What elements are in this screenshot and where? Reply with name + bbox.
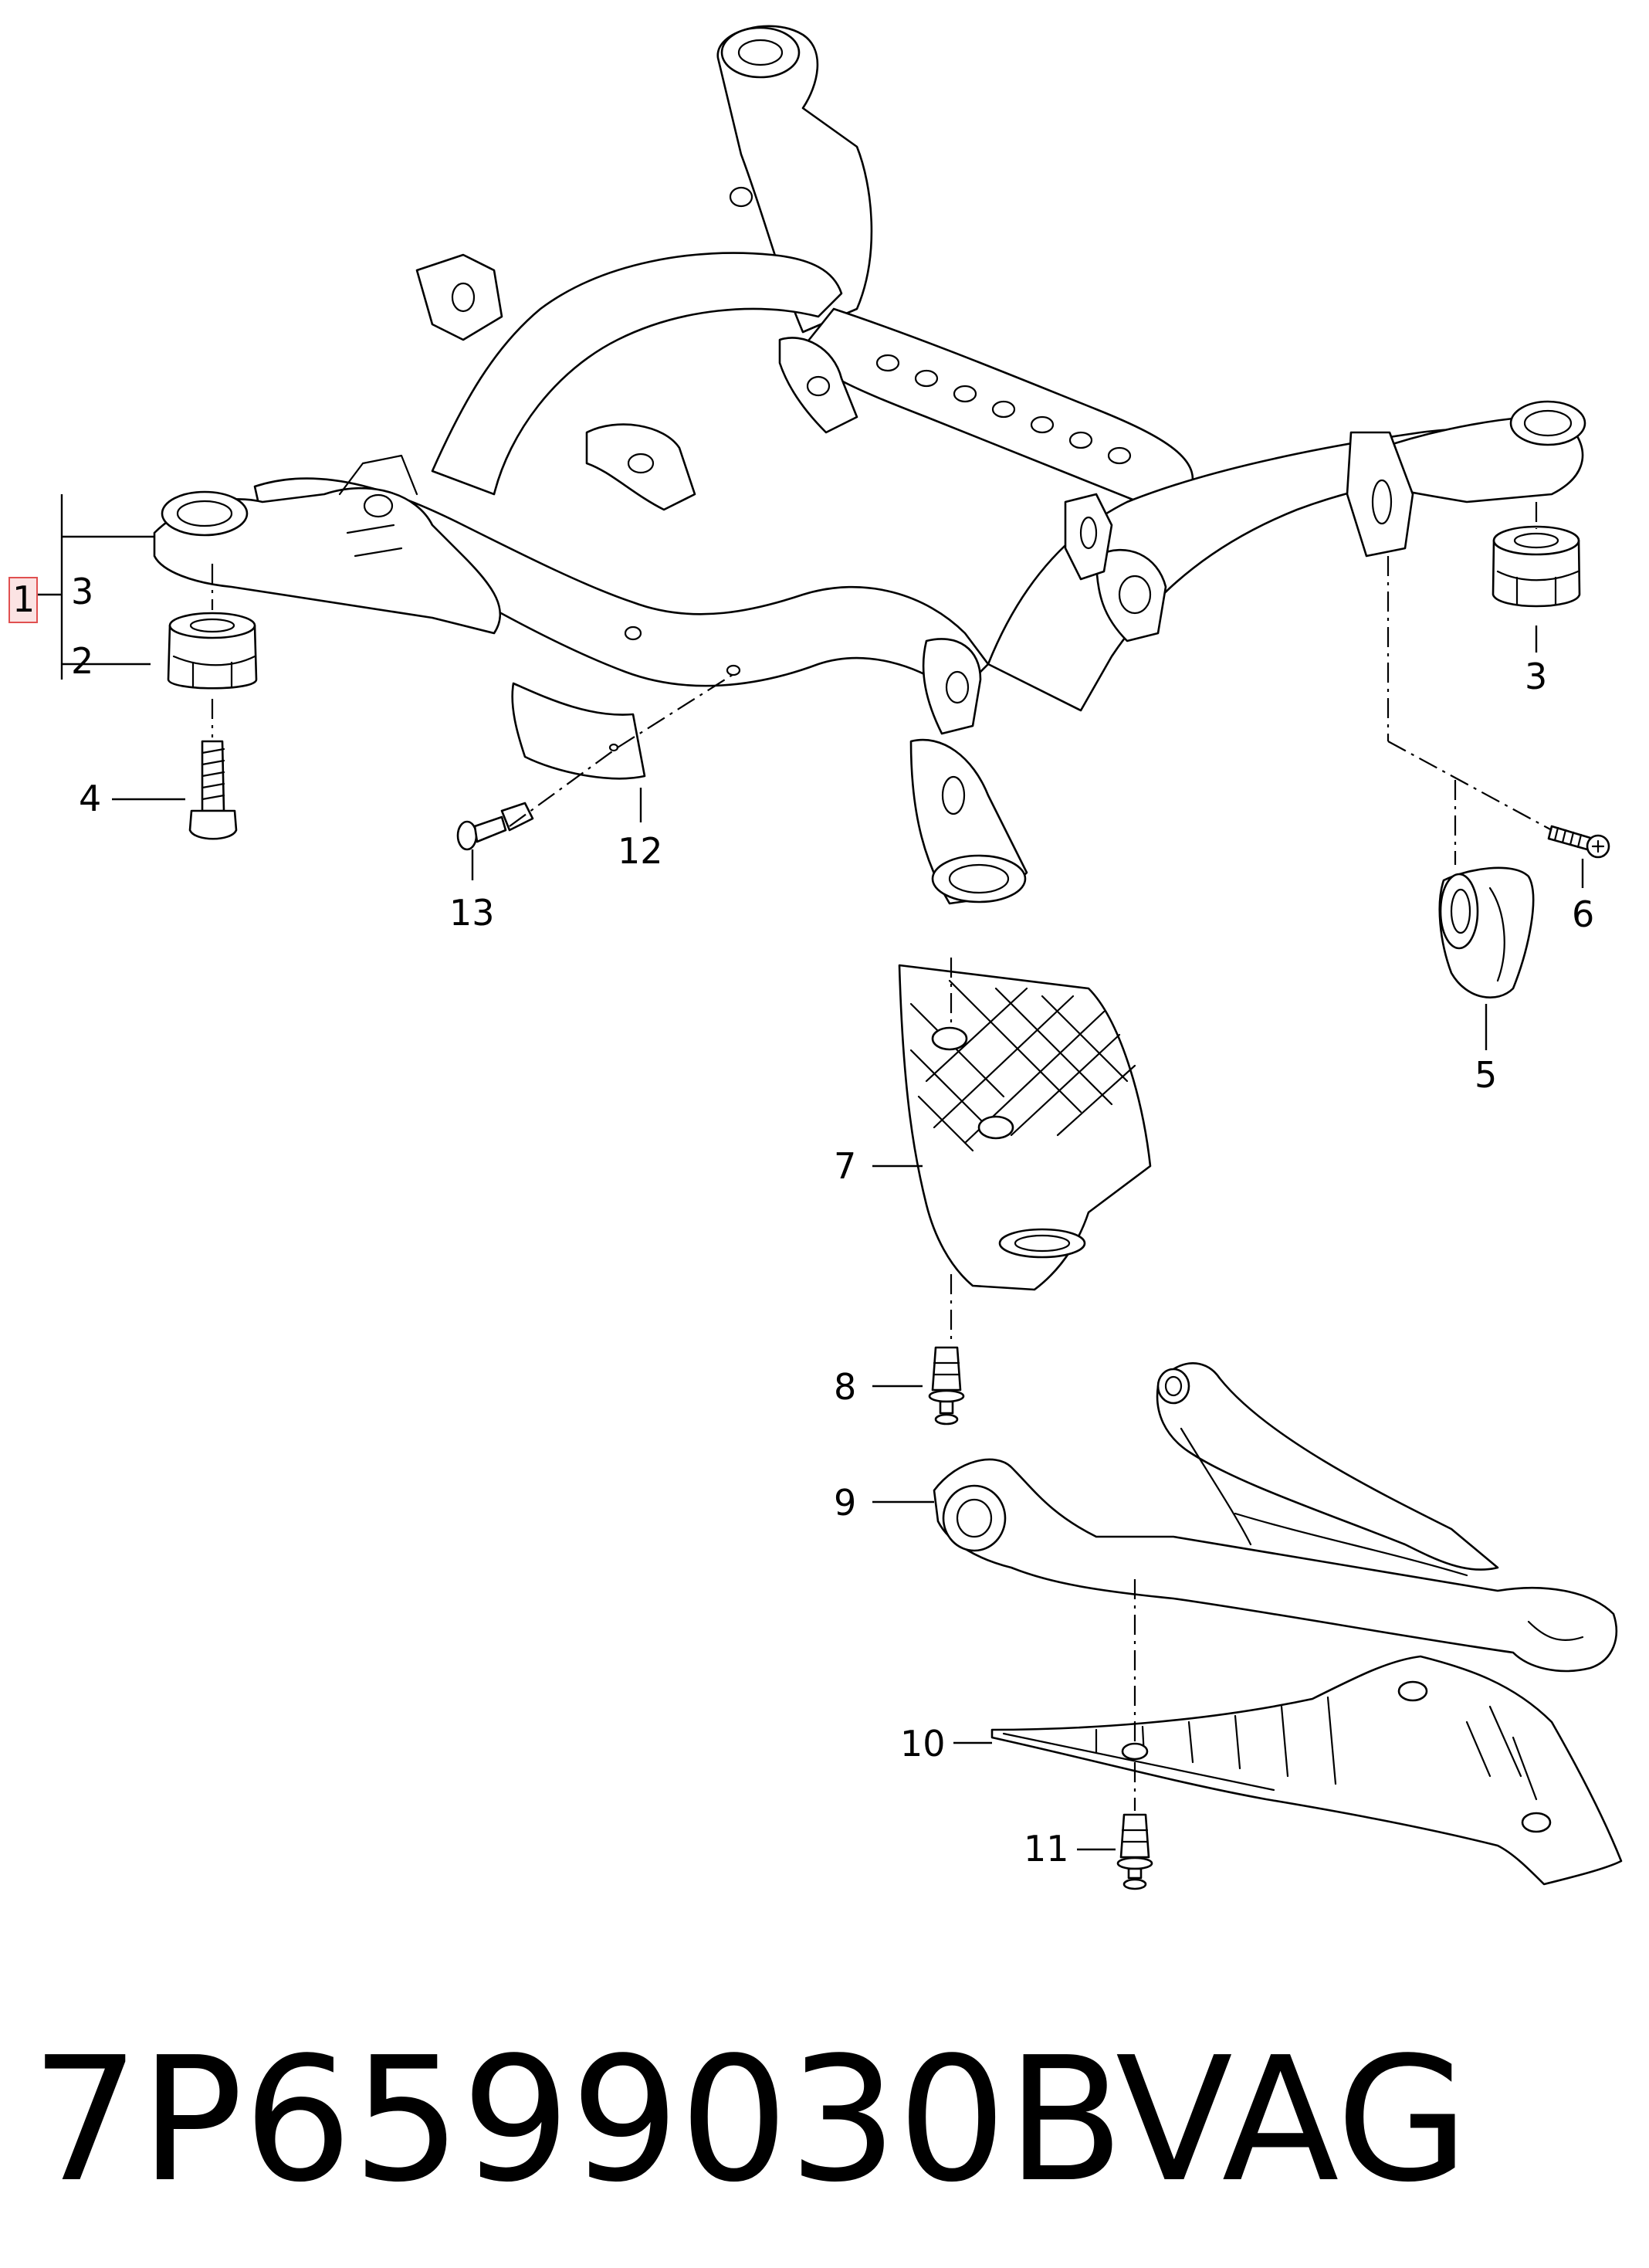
rear-subframe <box>153 25 1586 905</box>
callout-1: 1 <box>12 578 35 620</box>
brand-label: VAG <box>1116 2021 1469 2220</box>
clip-lower <box>1116 1813 1153 1890</box>
cross-tube-holes <box>875 354 1132 465</box>
callout-7: 7 <box>834 1145 856 1187</box>
bolt-left <box>188 740 238 840</box>
push-pin <box>456 802 534 851</box>
bushing-right <box>1492 525 1581 608</box>
cover-hatching <box>909 979 1136 1152</box>
cover-ribs <box>1095 1696 1538 1801</box>
callout-10: 10 <box>900 1723 946 1765</box>
underbody-cover <box>898 964 1152 1291</box>
leader-lines <box>37 494 1584 1851</box>
callout-1-highlight <box>8 577 38 623</box>
heat-shield <box>511 682 646 780</box>
callout-2: 2 <box>71 640 93 682</box>
callout-12: 12 <box>618 830 663 872</box>
bushing-left <box>167 612 258 690</box>
callout-4: 4 <box>79 778 101 819</box>
assembly-lines <box>211 502 1552 1811</box>
callout-6: 6 <box>1572 893 1594 935</box>
callout-9: 9 <box>834 1482 856 1524</box>
caption: 7P6599030B VAG <box>31 2021 1469 2220</box>
callout-3-right: 3 <box>1525 656 1547 697</box>
mounting-cap <box>1438 866 1535 998</box>
callout-labels: 1 3 2 4 3 6 5 12 13 7 8 9 10 11 <box>12 571 1594 1870</box>
callout-8: 8 <box>834 1366 856 1408</box>
callout-3-left: 3 <box>71 571 93 612</box>
lower-control-arm <box>933 1362 1617 1673</box>
callout-11: 11 <box>1024 1828 1069 1870</box>
callout-5: 5 <box>1475 1054 1497 1096</box>
clip-upper <box>928 1346 965 1426</box>
part-number: 7P6599030B <box>31 2021 1124 2220</box>
screw-right <box>1547 825 1610 859</box>
callout-13: 13 <box>449 892 495 934</box>
lower-cover <box>990 1655 1623 1886</box>
